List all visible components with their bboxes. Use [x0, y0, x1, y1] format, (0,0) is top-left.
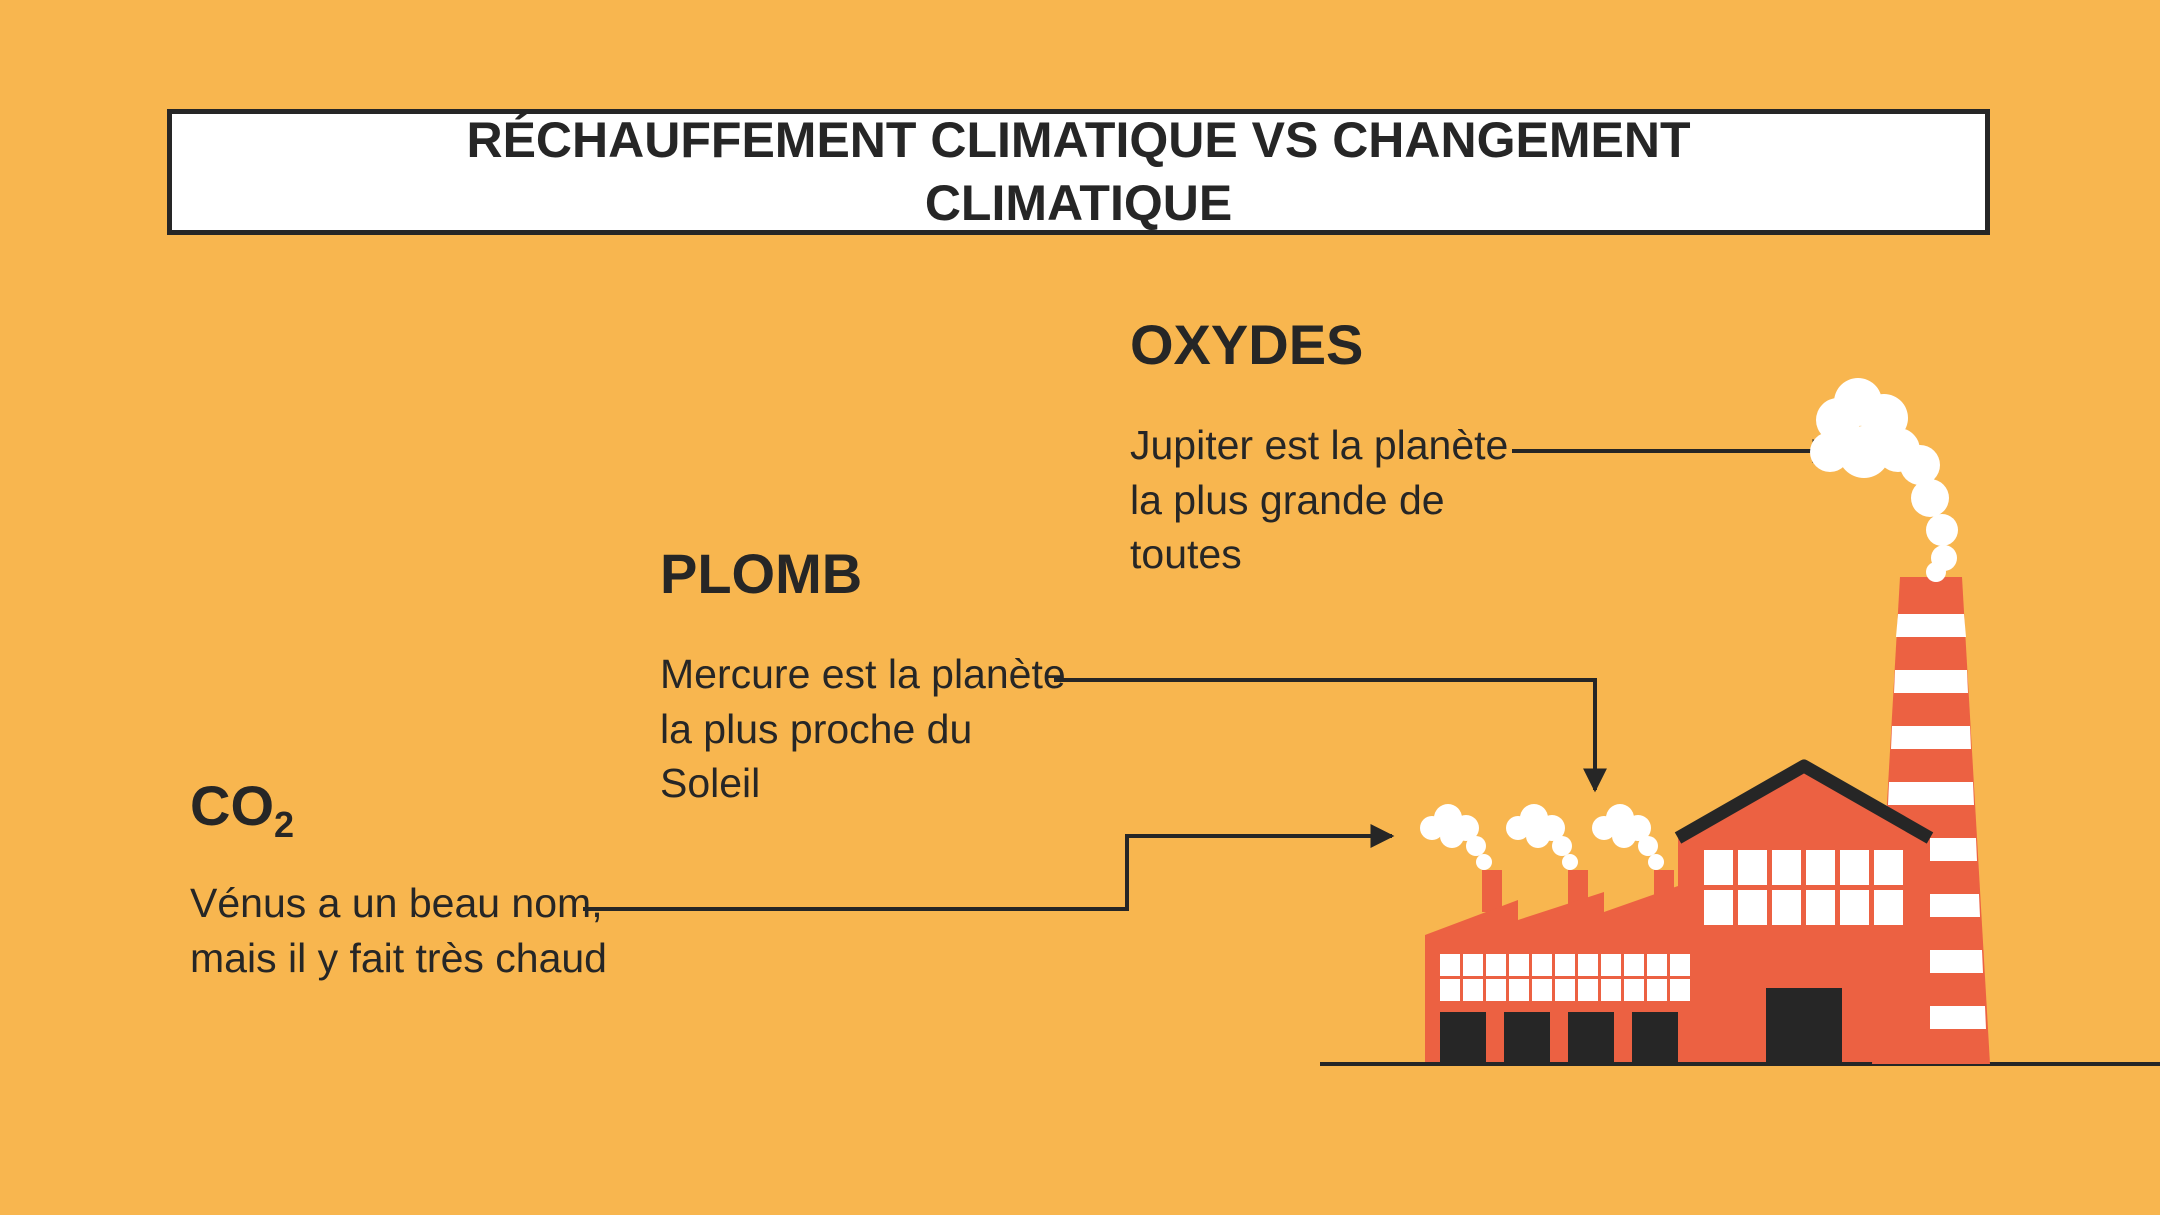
title-box: RÉCHAUFFEMENT CLIMATIQUE VS CHANGEMENT C…	[167, 109, 1990, 235]
text-plomb: Mercure est la planète la plus proche du…	[660, 651, 1066, 806]
arrow-co2-icon	[583, 824, 1395, 911]
main-building	[1674, 759, 1934, 1062]
small-smoke-cloud-icon	[1420, 804, 1664, 870]
heading-plomb: PLOMB	[660, 542, 863, 605]
heading-oxydes: OXYDES	[1130, 313, 1364, 376]
heading-co2-subscript: 2	[274, 804, 295, 845]
heading-co2: CO2	[190, 774, 294, 843]
smoke-cloud-icon	[1810, 378, 1958, 582]
low-factory-building	[1425, 870, 1690, 1062]
text-oxydes: Jupiter est la planète la plus grande de…	[1130, 422, 1509, 577]
heading-co2-main: CO	[190, 774, 274, 837]
arrow-plomb-icon	[1054, 678, 1607, 793]
text-co2: Vénus a un beau nom, mais il y fait très…	[190, 880, 607, 981]
page-title: RÉCHAUFFEMENT CLIMATIQUE VS CHANGEMENT C…	[466, 112, 1691, 231]
